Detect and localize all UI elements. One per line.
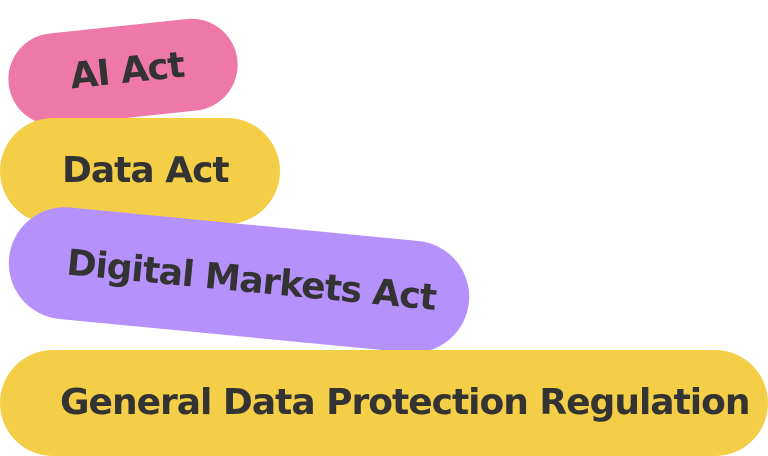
data-act-label: Data Act bbox=[62, 150, 230, 191]
digital-markets-act-pill: Digital Markets Act bbox=[3, 202, 475, 358]
gdpr-pill: General Data Protection Regulation bbox=[0, 350, 768, 456]
ai-act-label: AI Act bbox=[68, 44, 186, 98]
digital-markets-act-label: Digital Markets Act bbox=[64, 242, 438, 319]
data-act-pill: Data Act bbox=[0, 118, 280, 224]
gdpr-label: General Data Protection Regulation bbox=[60, 382, 750, 423]
ai-act-pill: AI Act bbox=[3, 14, 243, 130]
